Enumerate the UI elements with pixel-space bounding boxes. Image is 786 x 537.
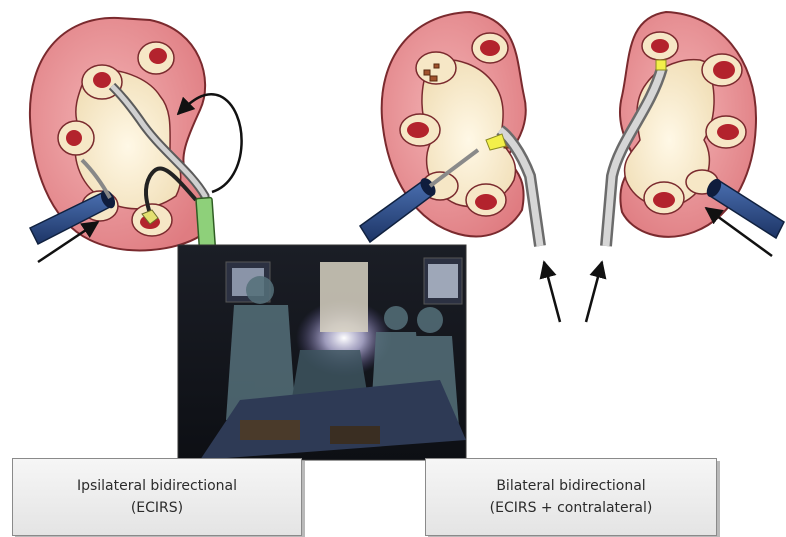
kidney-left [30,18,242,262]
caption-bilateral: Bilateral bidirectional (ECIRS + contral… [425,458,717,536]
kidney-right [586,12,784,322]
caption-bilateral-line2: (ECIRS + contralateral) [490,497,653,519]
operating-room-photo [178,245,466,460]
caption-ipsilateral-line2: (ECIRS) [131,497,183,519]
caption-ipsilateral-line1: Ipsilateral bidirectional [77,475,237,497]
caption-bilateral-line1: Bilateral bidirectional [496,475,645,497]
caption-ipsilateral: Ipsilateral bidirectional (ECIRS) [12,458,302,536]
